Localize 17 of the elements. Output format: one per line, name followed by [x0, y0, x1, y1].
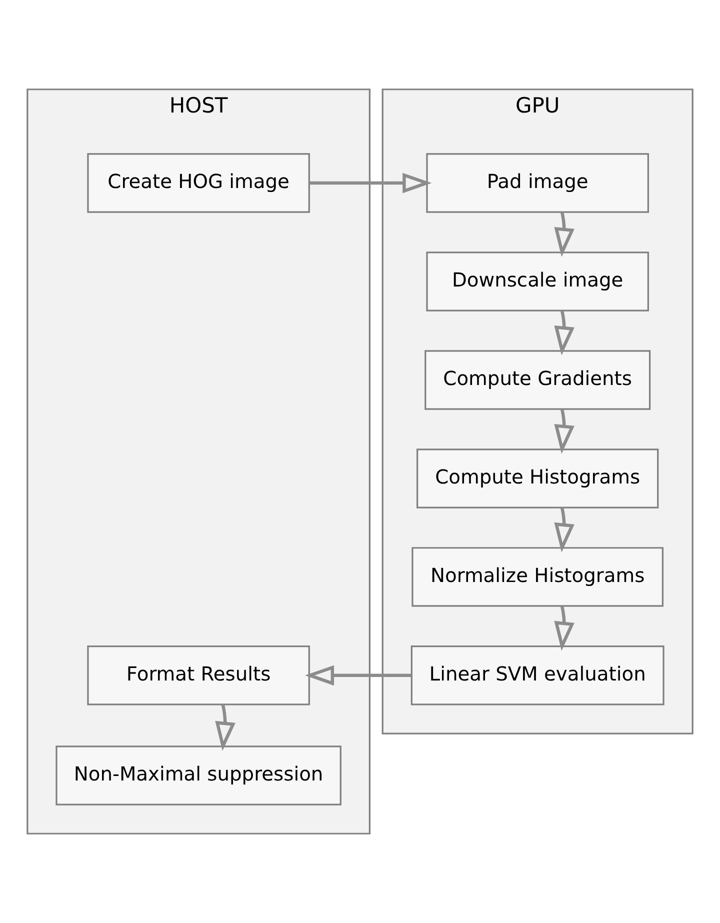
node-box: Downscale image [426, 252, 649, 312]
arrow [554, 408, 574, 454]
arrow [554, 606, 574, 651]
node-box: Linear SVM evaluation [410, 646, 664, 706]
arrow [304, 665, 412, 686]
arrow [554, 507, 574, 552]
node-box: Create HOG image [87, 153, 310, 213]
arrow [554, 310, 574, 356]
node-box: Format Results [87, 646, 310, 706]
node-box: Non-Maximal suppression [56, 746, 342, 806]
arrow [554, 212, 574, 257]
node-box: Compute Gradients [424, 350, 651, 410]
node-box: Compute Histograms [416, 448, 659, 508]
node-box: Pad image [426, 153, 649, 213]
node-box: Normalize Histograms [412, 547, 664, 607]
arrow [215, 704, 236, 751]
arrow [310, 172, 432, 194]
